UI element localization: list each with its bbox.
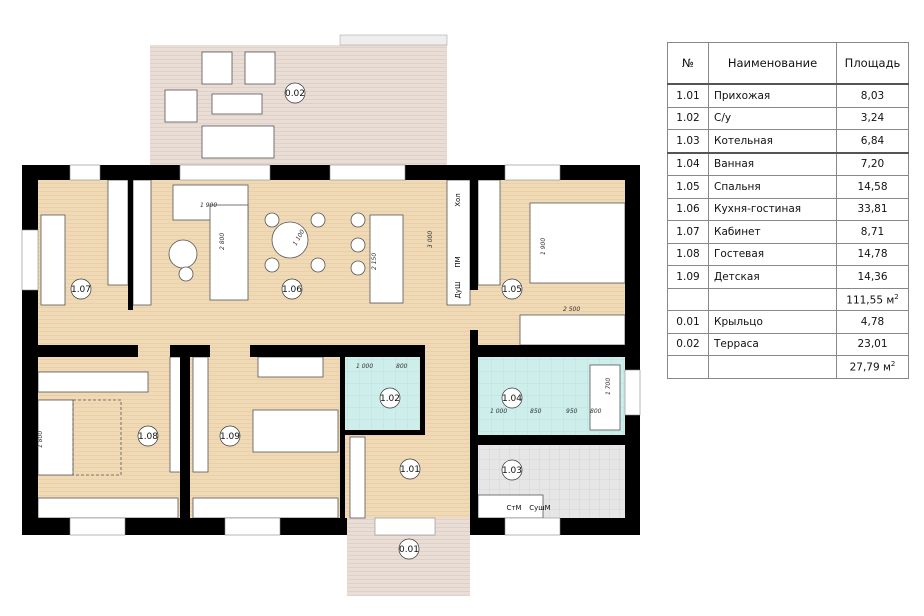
cell-no: 1.06 <box>667 197 709 221</box>
cell-no: 1.09 <box>667 265 709 289</box>
cell-name: Котельная <box>708 129 837 153</box>
dim-text: 2 150 <box>371 253 378 270</box>
cell-name: Кабинет <box>708 220 837 244</box>
dishwasher-label: ПМ <box>454 256 462 267</box>
cell-no: 1.05 <box>667 175 709 199</box>
cell-no: 0.02 <box>667 332 709 356</box>
dim-text: 850 <box>530 408 542 415</box>
cell-no: 1.04 <box>667 151 709 176</box>
cell-name: Ванная <box>708 151 837 176</box>
room-label-0-02: 0.02 <box>285 89 305 99</box>
dim-text: 1 900 <box>540 238 547 255</box>
dim-text: 800 <box>590 408 602 415</box>
room-label-1-08: 1.08 <box>138 432 158 442</box>
total-row: 111,55 м2 <box>667 287 909 311</box>
cell-name: Кухня-гостиная <box>708 197 837 221</box>
header-name: Наименование <box>708 42 837 85</box>
room-label-0-01: 0.01 <box>399 545 419 555</box>
terrace <box>150 45 447 165</box>
room-label-1-03: 1.03 <box>502 466 522 476</box>
dim-text: 1 000 <box>356 363 373 370</box>
cell-area: 6,84 <box>836 129 909 153</box>
total-area: 111,55 м2 <box>836 287 909 311</box>
cell-area: 14,36 <box>836 265 909 289</box>
dim-text: 800 <box>396 363 408 370</box>
cell-area: 3,24 <box>836 106 909 130</box>
cell-area: 14,78 <box>836 242 909 266</box>
cell-name: Гостевая <box>708 242 837 266</box>
dim-text: 3 000 <box>427 231 434 248</box>
room-label-1-07: 1.07 <box>71 285 91 295</box>
cell-no: 1.07 <box>667 220 709 244</box>
cell-name: Прихожая <box>708 83 837 108</box>
cell-area: 8,03 <box>836 83 909 108</box>
cell-area: 33,81 <box>836 197 909 221</box>
dim-text: 2 800 <box>219 233 226 250</box>
dim-text: 1 000 <box>490 408 507 415</box>
room-label-1-04: 1.04 <box>502 394 522 404</box>
cell-name: Терраса <box>708 332 837 356</box>
dryer-label: СушМ <box>529 504 550 512</box>
cell-no: 1.03 <box>667 129 709 153</box>
header-area: Площадь <box>836 42 909 85</box>
dim-text: 2 500 <box>563 306 580 313</box>
cell-no: 1.08 <box>667 242 709 266</box>
room-label-1-06: 1.06 <box>282 285 302 295</box>
room-markers <box>70 82 523 560</box>
shower-label: ДуШ <box>454 281 462 298</box>
terrace-furniture <box>164 51 276 159</box>
room-label-1-02: 1.02 <box>380 394 400 404</box>
washer-label: СтМ <box>506 504 521 512</box>
room-label-1-05: 1.05 <box>502 285 522 295</box>
total-row: 27,79 м2 <box>667 355 909 379</box>
fridge-label: Хол <box>454 193 462 207</box>
cell-area: 7,20 <box>836 151 909 176</box>
dim-text: 1 800 <box>37 431 44 448</box>
furniture <box>37 179 626 519</box>
dimensions: 1 900 2 800 1 100 2 150 3 000 1 900 2 50… <box>37 202 612 448</box>
cell-area: 4,78 <box>836 310 909 334</box>
room-label-1-09: 1.09 <box>220 432 240 442</box>
cell-name: Спальня <box>708 175 837 199</box>
cell-name: С/у <box>708 106 837 130</box>
header-no: № <box>667 42 709 85</box>
cell-no: 1.02 <box>667 106 709 130</box>
room-label-1-01: 1.01 <box>400 465 420 475</box>
cell-no: 0.01 <box>667 310 709 334</box>
appliance-labels: Хол ПМ ДуШ СтМ СушМ <box>454 193 551 512</box>
cell-name: Детская <box>708 265 837 289</box>
cell-no: 1.01 <box>667 83 709 108</box>
dim-text: 1 900 <box>200 202 217 209</box>
dim-text: 1 700 <box>605 378 612 395</box>
cell-area: 14,58 <box>836 175 909 199</box>
cell-area: 23,01 <box>836 332 909 356</box>
dim-text: 950 <box>566 408 578 415</box>
windows <box>21 164 641 536</box>
total-area: 27,79 м2 <box>836 355 909 379</box>
cell-name: Крыльцо <box>708 310 837 334</box>
cell-area: 8,71 <box>836 220 909 244</box>
